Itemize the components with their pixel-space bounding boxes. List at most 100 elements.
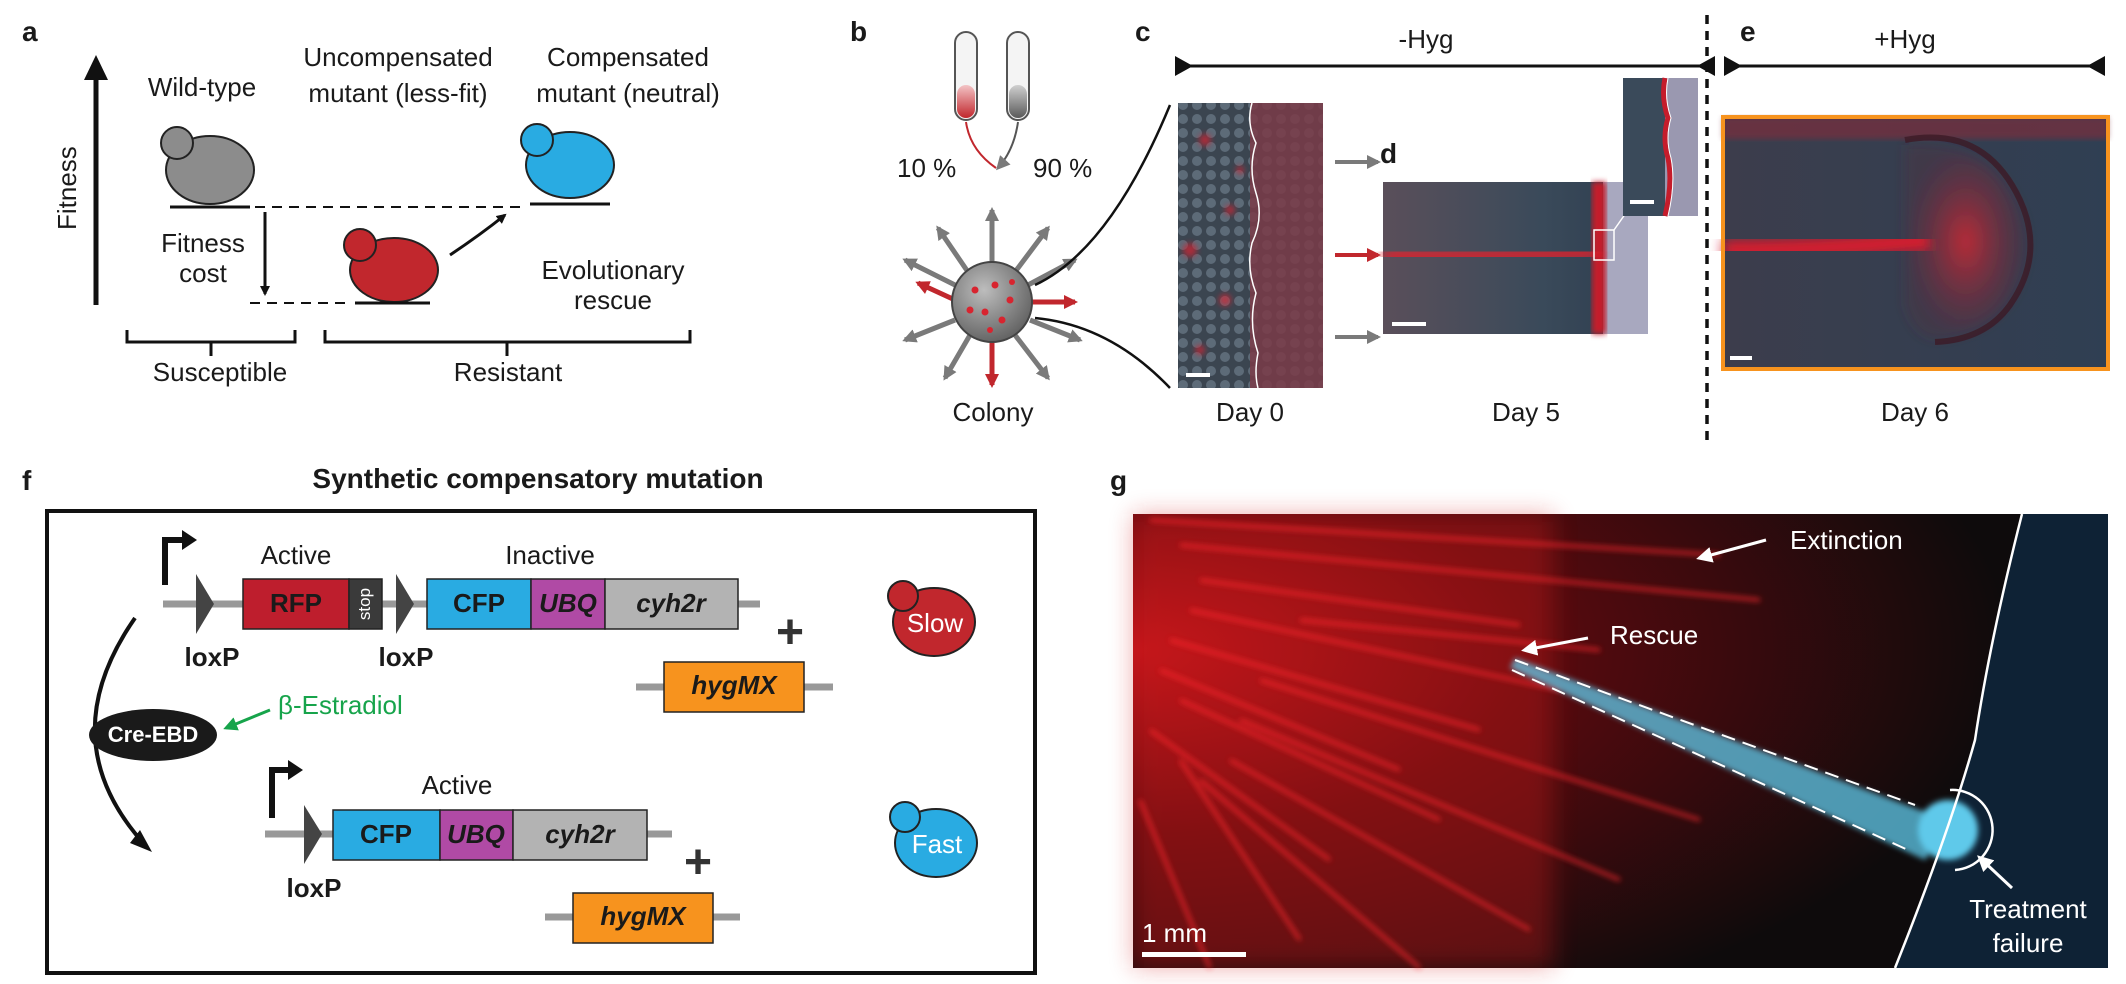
day0-expansion-arrows [1335, 155, 1381, 344]
panel-label-e: e [1740, 16, 1756, 47]
ubq-box-bottom [439, 809, 514, 861]
loxp-label-bottom: loxP [286, 873, 342, 903]
panel-label-g: g [1110, 465, 1128, 496]
cfp-box-top [426, 578, 532, 630]
panel-d-graphics [1382, 77, 1698, 334]
wild-type-label: Wild-type [147, 72, 257, 102]
stop-box [348, 578, 383, 630]
mix-arrow-red [965, 121, 997, 169]
plus-sign-bottom: + [683, 836, 713, 889]
resistant-bracket [323, 330, 692, 356]
zoom-line-top [1034, 104, 1172, 287]
panel-label-d: d [1380, 138, 1398, 169]
colony-label: Colony [952, 397, 1034, 427]
top-active-label: Active [260, 540, 332, 570]
ubq-label-bottom: UBQ [447, 819, 505, 849]
cfp-label-bottom: CFP [360, 819, 412, 849]
day0-micrograph [1178, 102, 1323, 389]
compensated-label-line1: Compensated [547, 42, 709, 72]
uncompensated-mutant-cell [343, 228, 439, 305]
stop-label: stop [355, 587, 374, 621]
resistant-label: Resistant [453, 357, 563, 387]
loxp-triangle-left [196, 574, 214, 634]
panel-label-a: a [22, 16, 38, 47]
red-rays [1138, 518, 1761, 970]
panel-f-graphics [45, 509, 1037, 975]
cyh2r-box-top [604, 578, 739, 630]
zoom-line-bottom [1034, 316, 1171, 389]
fitness-cost-line1: Fitness [161, 228, 245, 258]
red-tube-icon [954, 31, 978, 121]
panel-label-b: b [850, 16, 868, 47]
cyh2r-box-bottom [512, 809, 648, 861]
ubq-label-top: UBQ [539, 588, 597, 618]
cfp-label-top: CFP [453, 588, 505, 618]
rfp-box [242, 578, 350, 630]
fitness-cost-line2: cost [179, 258, 227, 288]
day5-label: Day 5 [1492, 397, 1560, 427]
top-inactive-label: Inactive [505, 540, 595, 570]
fitness-axis-label: Fitness [52, 146, 82, 230]
gray-tube-icon [1006, 31, 1030, 121]
hygmx-box-bottom [572, 892, 714, 944]
estradiol-arrow [223, 708, 271, 731]
pct-left-label: 10 % [897, 153, 957, 183]
rescue-arrow-g [1521, 636, 1589, 656]
rescue-bulge [1918, 800, 1978, 860]
panel-label-c: c [1135, 16, 1151, 47]
panel-c-graphics [1175, 56, 1715, 389]
hygmx-box-top [663, 661, 805, 713]
panel-b-graphics [902, 31, 1172, 389]
fast-cell-icon [889, 801, 978, 878]
rescue-label-line1: Evolutionary [541, 255, 685, 285]
cyh2r-label-bottom: cyh2r [545, 819, 615, 849]
susceptible-label: Susceptible [152, 357, 288, 387]
rfp-label: RFP [270, 588, 322, 618]
cfp-box-bottom [332, 809, 441, 861]
estradiol-label: β-Estradiol [278, 690, 403, 720]
minus-hyg-label: -Hyg [1398, 24, 1454, 54]
panel-e-graphics [1721, 56, 2110, 371]
uncompensated-label-line2: mutant (less-fit) [308, 78, 488, 108]
extinction-arrow [1696, 538, 1767, 563]
cyh2r-label-top: cyh2r [636, 588, 706, 618]
panel-g-graphics [1133, 513, 2108, 970]
day6-label: Day 6 [1881, 397, 1949, 427]
plus-sign-top: + [775, 606, 805, 659]
uncompensated-label-line1: Uncompensated [303, 42, 493, 72]
compensated-label-line2: mutant (neutral) [536, 78, 720, 108]
cre-ebd-label: Cre-EBD [107, 722, 199, 747]
plus-hyg-label: +Hyg [1874, 24, 1936, 54]
panel-a-graphics [84, 55, 692, 356]
panel-f-title: Synthetic compensatory mutation [312, 463, 764, 494]
pct-right-label: 90 % [1033, 153, 1093, 183]
loxp-triangle-bottom [304, 805, 322, 864]
scale-bar-label: 1 mm [1142, 918, 1207, 948]
wild-type-cell [160, 126, 255, 209]
failure-arrow [1977, 855, 2014, 890]
cre-ebd-oval [89, 709, 217, 761]
compensated-mutant-cell [520, 123, 615, 206]
rescue-label-g: Rescue [1610, 620, 1699, 650]
rescue-label-line2: rescue [573, 285, 653, 315]
susceptible-bracket [125, 330, 297, 356]
colony-red-cells [966, 279, 1015, 333]
fitness-axis-arrowhead [84, 55, 108, 80]
slow-cell-icon [887, 580, 976, 657]
promoter-arrow-top [162, 537, 186, 585]
promoter-arrow-bottom [269, 767, 292, 818]
treatment-failure-line1: Treatment [1969, 894, 2087, 924]
hygmx-label-top: hygMX [691, 670, 777, 700]
hygmx-label-bottom: hygMX [600, 901, 686, 931]
bottom-active-label: Active [421, 770, 493, 800]
loxp-label-left: loxP [184, 642, 240, 672]
slow-label: Slow [906, 608, 964, 638]
scale-bar [1142, 952, 1246, 957]
mix-arrow-gray [996, 121, 1019, 171]
colony-boundary [1893, 513, 2024, 969]
treatment-failure-line2: failure [1992, 928, 2064, 958]
day0-label: Day 0 [1216, 397, 1284, 427]
panel-label-f: f [22, 465, 32, 496]
loxp-label-right: loxP [378, 642, 434, 672]
